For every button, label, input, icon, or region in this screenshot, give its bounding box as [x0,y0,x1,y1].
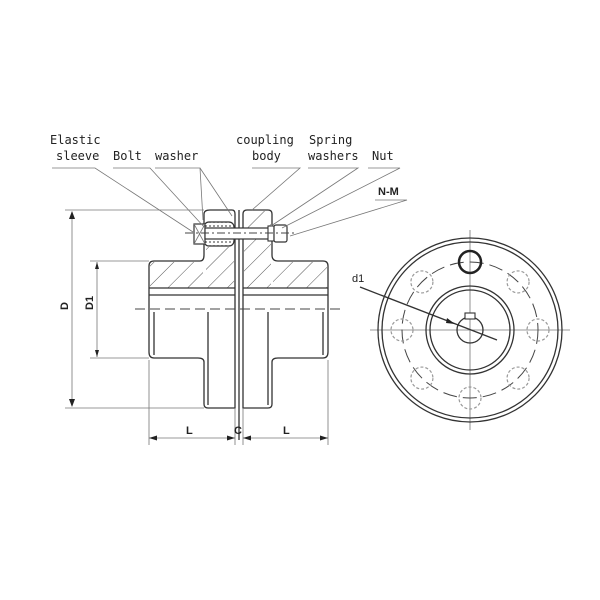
dimension-lines [65,209,329,445]
dim-D1: D1 [84,296,96,310]
bolt-hole [506,270,530,294]
bolt-hole [457,249,483,275]
d1-leader [359,286,498,341]
hub-circle [425,285,515,375]
bolt-hole [506,366,530,390]
bolt-hole [390,318,414,342]
label-washer: washer [155,149,198,163]
dim-L-left: L [186,425,193,437]
outer-flange [377,237,563,423]
left-hub [148,209,236,409]
right-hub [242,209,329,409]
dim-d1: d1 [352,273,364,285]
label-nut: Nut [372,149,394,163]
label-nm: N-M [378,186,399,198]
dim-D: D [59,302,71,310]
label-spring: Spring [309,133,352,147]
label-sleeve: sleeve [56,149,99,163]
label-bolt: Bolt [113,149,142,163]
label-body: body [252,149,281,163]
label-coupling: coupling [236,133,294,147]
bolt-holes [390,249,550,410]
dim-C: C [234,425,242,437]
callout-leaders [52,167,408,237]
label-elastic: Elastic [50,133,101,147]
side-view: D D1 L C L [59,209,345,445]
bolt-hole [410,270,434,294]
bolt-hole [458,386,482,410]
label-washers: washers [308,149,359,163]
bolt-hole [410,366,434,390]
keyway [464,312,476,320]
bolt-hole [526,318,550,342]
bolt-assembly [185,221,295,247]
dim-L-right: L [283,425,290,437]
front-view: d1 [352,230,570,430]
